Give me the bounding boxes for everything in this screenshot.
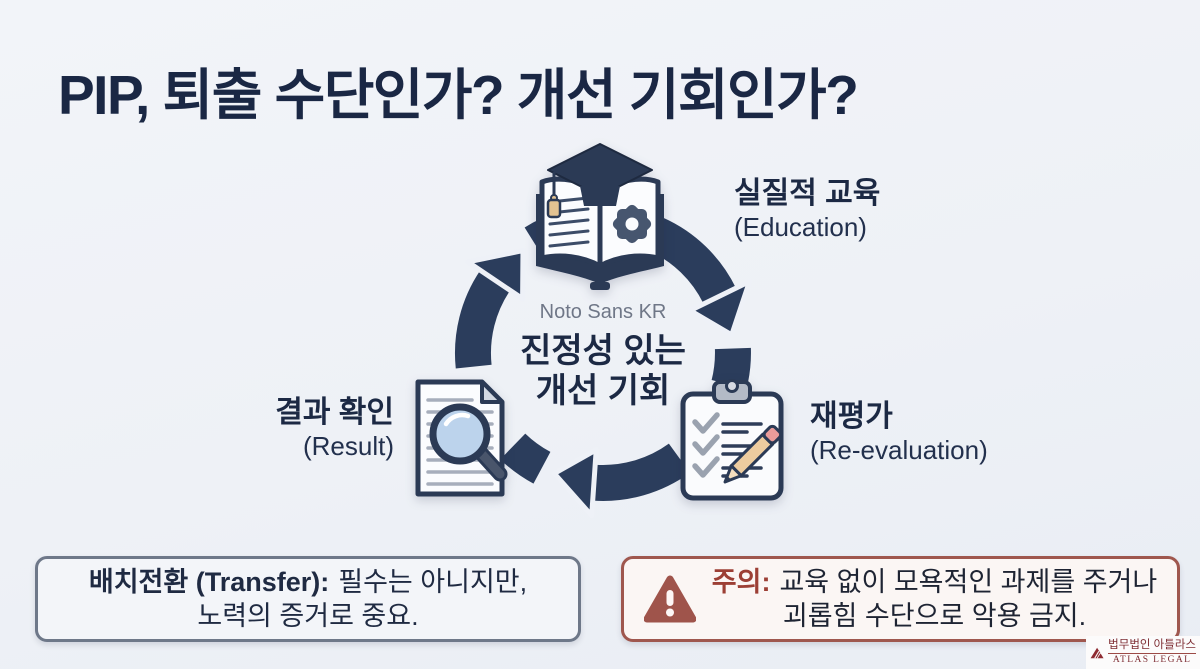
book-gradcap-gear-icon <box>536 143 664 290</box>
center-line1: 진정성 있는 <box>520 332 686 370</box>
reevaluation-label-en: (Re-evaluation) <box>810 435 988 465</box>
center-line2: 개선 기회 <box>535 372 671 410</box>
warning-note-line1: 교육 없이 모욕적인 과제를 주거나 <box>779 567 1158 597</box>
education-label-en: (Education) <box>734 212 867 242</box>
font-note-label: Noto Sans KR <box>539 301 667 323</box>
atlas-triangle-icon <box>1090 647 1104 659</box>
pencil-icon <box>723 424 783 484</box>
warning-note-text: 주의: 교육 없이 모욕적인 과제를 주거나 괴롭힘 수단으로 악용 금지. <box>712 565 1157 633</box>
transfer-note-line1: 필수는 아니지만, <box>338 567 528 597</box>
warning-note-line2: 괴롭힘 수단으로 악용 금지. <box>782 601 1087 631</box>
transfer-note-lead: 배치전환 (Transfer): <box>88 567 330 597</box>
logo-text: 법무법인 아틀라스 ATLAS LEGAL <box>1108 639 1196 666</box>
transfer-note-line2: 노력의 증거로 중요. <box>197 601 419 631</box>
cycle-center-text: Noto Sans KR 진정성 있는 개선 기회 <box>443 299 763 411</box>
transfer-note-box: 배치전환 (Transfer): 필수는 아니지만, 노력의 증거로 중요. <box>35 556 581 642</box>
warning-note-lead: 주의: <box>711 567 771 597</box>
atlas-legal-logo: 법무법인 아틀라스 ATLAS LEGAL <box>1086 636 1200 669</box>
clipboard-checklist-pencil-icon <box>680 379 784 501</box>
node-label-result: 결과 확인 (Result) <box>188 395 394 462</box>
graduation-cap-icon <box>546 143 653 219</box>
page-title: PIP, 퇴출 수단인가? 개선 기회인가? <box>58 64 859 126</box>
result-label-ko: 결과 확인 <box>275 396 394 429</box>
node-label-reevaluation: 재평가 (Re-evaluation) <box>810 399 988 466</box>
document-magnifier-icon <box>415 379 508 497</box>
magnifier-icon <box>429 403 508 482</box>
logo-name-ko: 법무법인 아틀라스 <box>1108 639 1196 654</box>
education-label-ko: 실질적 교육 <box>734 177 881 210</box>
transfer-note-text: 배치전환 (Transfer): 필수는 아니지만, 노력의 증거로 중요. <box>89 565 527 633</box>
result-label-en: (Result) <box>302 431 394 461</box>
reevaluation-label-ko: 재평가 <box>810 400 893 433</box>
node-label-education: 실질적 교육 (Education) <box>734 176 880 243</box>
warning-note-box: 주의: 교육 없이 모욕적인 과제를 주거나 괴롭힘 수단으로 악용 금지. <box>621 556 1180 642</box>
warning-triangle-icon <box>643 575 696 623</box>
gear-icon <box>612 204 652 244</box>
logo-name-en: ATLAS LEGAL <box>1112 655 1192 665</box>
